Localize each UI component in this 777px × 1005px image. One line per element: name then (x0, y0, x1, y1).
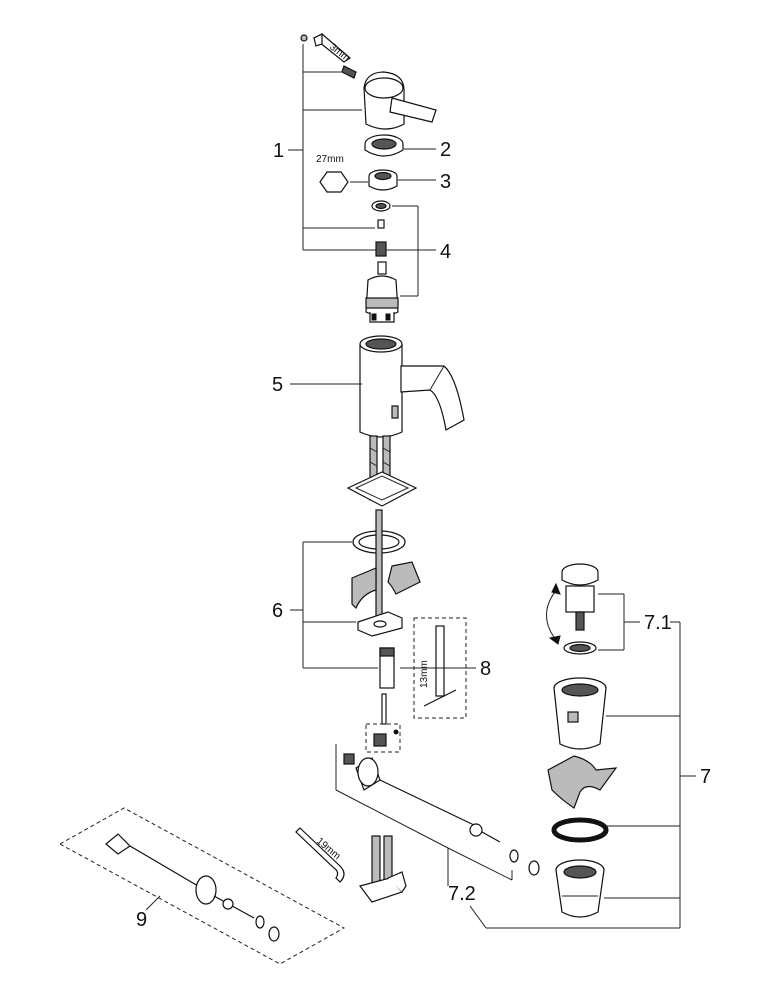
cartridge-nut: 27mm 3 (316, 154, 451, 193)
handle-assembly: 3mm (300, 33, 437, 130)
nut-size-label: 27mm (316, 154, 344, 165)
callout-7-1: 7.1 (644, 612, 672, 634)
callout-3: 3 (440, 171, 451, 193)
callout-2: 2 (440, 139, 451, 161)
hex-key-size-label: 3mm (327, 42, 351, 64)
callout-7: 7 (700, 766, 711, 788)
callout-4: 4 (440, 241, 451, 263)
callout-6: 6 (272, 600, 283, 622)
set-screw (341, 65, 357, 79)
wrench-13-label: 13mm (419, 660, 430, 688)
hose-connection: 19mm (295, 827, 407, 903)
lift-rod-kit: 9 (58, 807, 346, 965)
hex-nut-icon (319, 171, 349, 193)
callout-5: 5 (272, 374, 283, 396)
faucet-body: 5 (272, 335, 465, 507)
mounting-tool-box: 13mm 8 (400, 617, 491, 719)
drain-assembly: 7.1 7 (469, 563, 711, 929)
callout-7-2: 7.2 (448, 883, 476, 905)
pop-up-linkage: 7.2 (335, 723, 540, 905)
callout-9: 9 (136, 909, 147, 931)
cover-ring: 2 (364, 134, 451, 161)
callout-8: 8 (480, 658, 491, 680)
callout-1-leaders: 1 (273, 44, 378, 251)
mounting-kit: 6 (272, 509, 421, 725)
grub-screw (300, 34, 308, 42)
cartridge-assembly: 4 (365, 200, 451, 323)
callout-1: 1 (273, 140, 284, 162)
